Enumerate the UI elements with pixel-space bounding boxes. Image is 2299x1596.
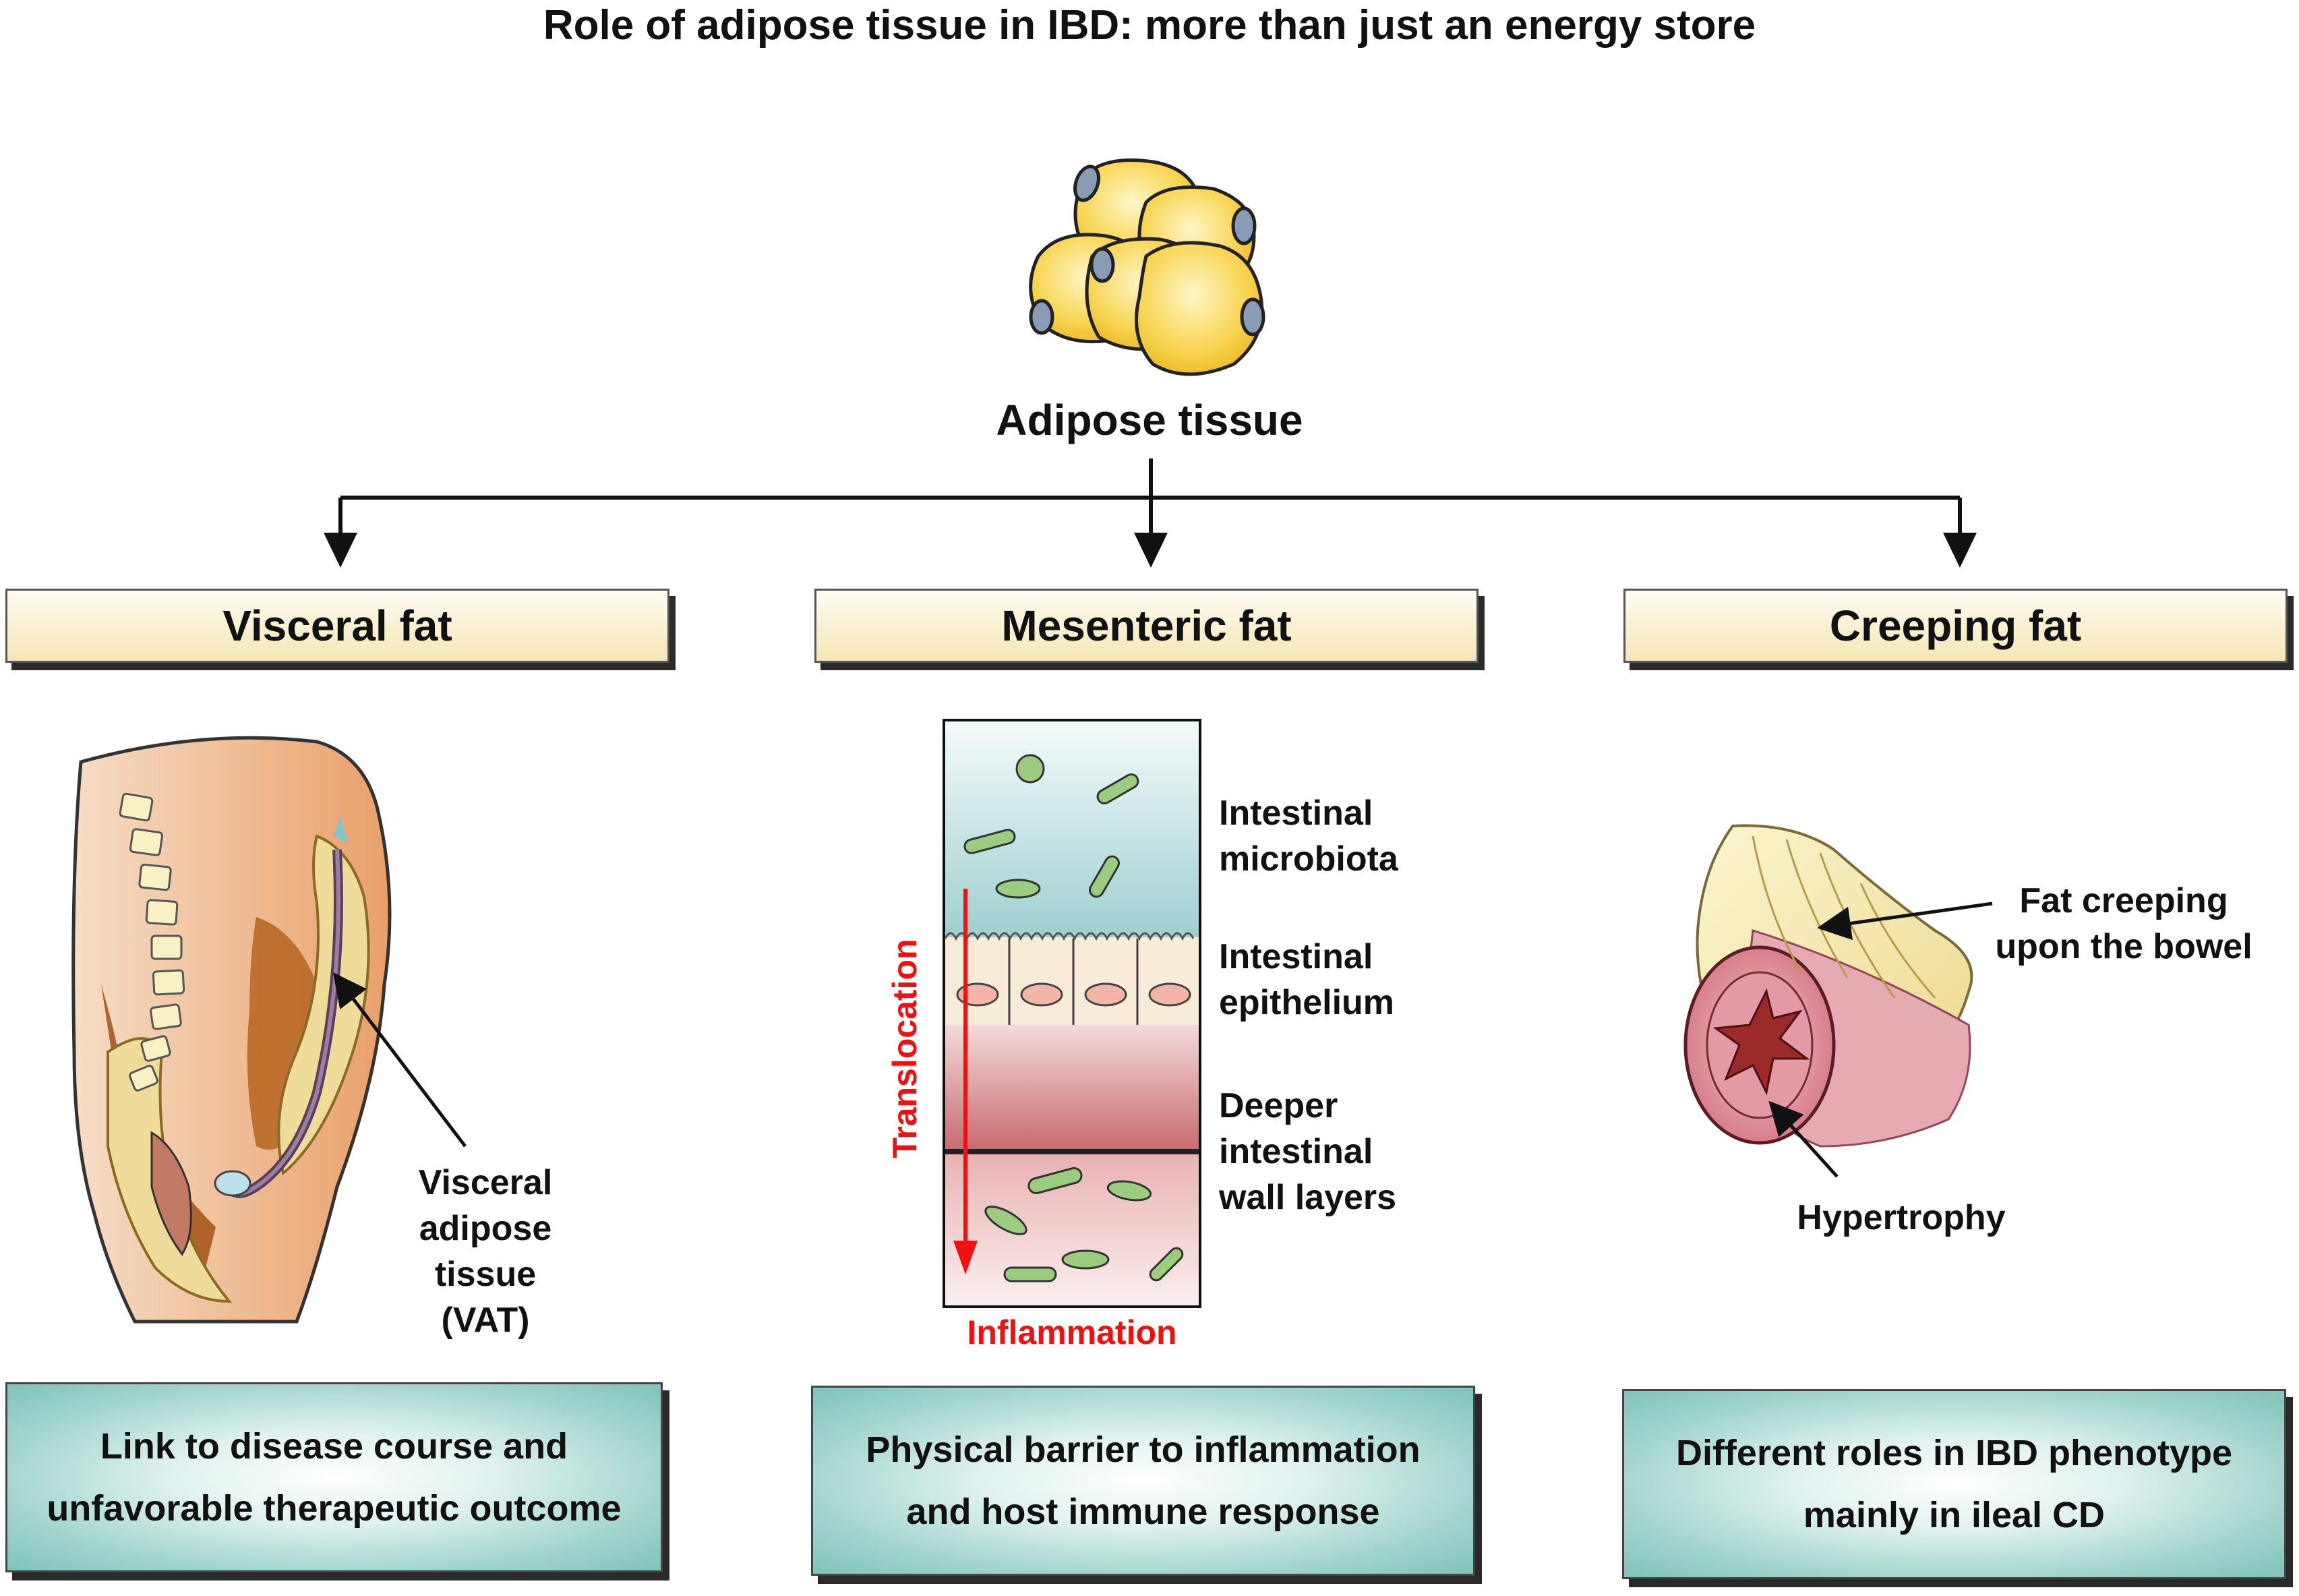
mesenteric-fat-header: Mesenteric fat bbox=[814, 589, 1479, 663]
visceral-fat-header-label: Visceral fat bbox=[222, 601, 452, 650]
summary-line: mainly in ileal CD bbox=[1803, 1495, 2106, 1535]
vat-label-line: adipose tissue bbox=[419, 1209, 552, 1294]
creeping-fat-header-label: Creeping fat bbox=[1829, 601, 2082, 650]
creeping-fat-bowel-icon bbox=[1683, 824, 1973, 1148]
intestinal-wall-panel bbox=[943, 719, 1201, 1308]
hypertrophy-pointer-arrow bbox=[1768, 1100, 1839, 1178]
hypertrophy-label: Hypertrophy bbox=[1797, 1198, 2006, 1237]
adipocyte-cluster-icon bbox=[1029, 158, 1265, 376]
creeping-label-line: Fat creeping bbox=[2019, 881, 2228, 920]
microbiota-label-line: microbiota bbox=[1219, 839, 1398, 879]
visceral-summary-box: Link to disease course and unfavorable t… bbox=[5, 1382, 663, 1572]
creeping-label-line: upon the bowel bbox=[1995, 927, 2252, 966]
microbiota-label-line: Intestinal bbox=[1219, 794, 1373, 833]
deeper-layers-label-line: Deeper bbox=[1219, 1086, 1338, 1125]
creeping-pointer-arrow bbox=[1817, 902, 1993, 941]
microbiota-label: Intestinal microbiota bbox=[1219, 790, 1398, 882]
summary-line: and host immune response bbox=[906, 1491, 1380, 1532]
mesenteric-summary-box: Physical barrier to inflammation and hos… bbox=[811, 1386, 1475, 1576]
summary-line: Physical barrier to inflammation bbox=[866, 1429, 1421, 1470]
inflammation-label: Inflammation bbox=[967, 1313, 1177, 1351]
visceral-fat-header: Visceral fat bbox=[5, 589, 669, 663]
epithelium-label: Intestinal epithelium bbox=[1219, 934, 1394, 1026]
tree-connector bbox=[338, 459, 1962, 539]
summary-line: Link to disease course and bbox=[100, 1426, 568, 1467]
vat-label: Visceral adipose tissue (VAT) bbox=[364, 1160, 607, 1343]
visceral-abdomen-icon bbox=[71, 736, 392, 1324]
vat-label-line: Visceral bbox=[418, 1163, 553, 1202]
deeper-layers-label-line: wall layers bbox=[1219, 1178, 1397, 1217]
creeping-label: Fat creeping upon the bowel bbox=[1965, 878, 2282, 970]
page-title: Role of adipose tissue in IBD: more than… bbox=[543, 2, 1756, 49]
translocation-label: Translocation bbox=[886, 939, 924, 1158]
down-arrow-icons bbox=[324, 533, 1977, 568]
vat-label-line: (VAT) bbox=[441, 1301, 530, 1340]
mesenteric-fat-header-label: Mesenteric fat bbox=[1001, 601, 1292, 650]
epithelium-label-line: epithelium bbox=[1219, 983, 1395, 1022]
epithelium-label-line: Intestinal bbox=[1219, 937, 1373, 976]
adipose-tissue-label: Adipose tissue bbox=[996, 396, 1303, 444]
deeper-layers-label-line: intestinal bbox=[1219, 1132, 1373, 1171]
creeping-summary-box: Different roles in IBD phenotype mainly … bbox=[1622, 1389, 2286, 1579]
deeper-layers-label: Deeper intestinal wall layers bbox=[1219, 1083, 1396, 1220]
creeping-fat-header: Creeping fat bbox=[1623, 589, 2288, 663]
summary-line: Different roles in IBD phenotype bbox=[1675, 1433, 2233, 1473]
vat-pointer-arrow bbox=[332, 972, 467, 1148]
summary-line: unfavorable therapeutic outcome bbox=[47, 1488, 622, 1529]
